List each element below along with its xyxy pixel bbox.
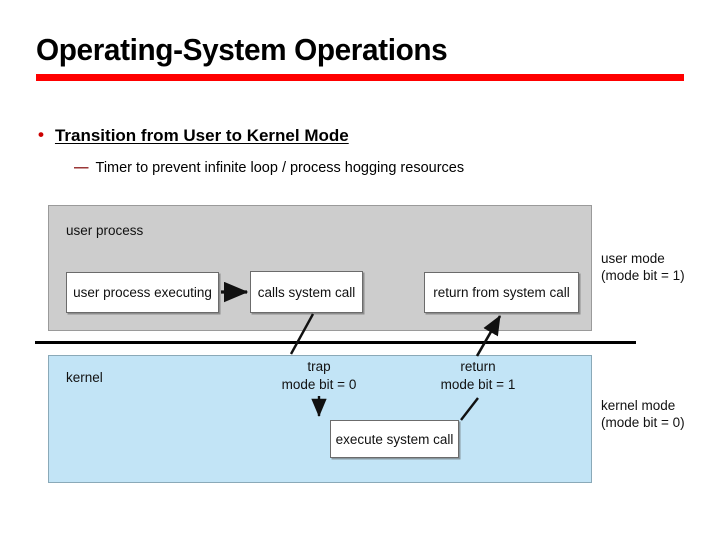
annotation-return: return mode bit = 1 — [414, 358, 542, 394]
annotation-trap-line1: trap — [307, 359, 331, 374]
node-calls-system-call: calls system call — [250, 271, 363, 313]
bullet-item-transition: • Transition from User to Kernel Mode — [38, 125, 349, 146]
node-execute-system-call: execute system call — [330, 420, 459, 458]
annotation-return-line2: mode bit = 1 — [440, 377, 516, 392]
kernel-mode-side-label-line2: (mode bit = 0) — [601, 415, 685, 430]
annotation-return-line1: return — [460, 359, 496, 374]
bullet-item-timer: — Timer to prevent infinite loop / proces… — [74, 160, 464, 176]
node-return-from-system-call: return from system call — [424, 272, 579, 313]
kernel-region-label: kernel — [66, 370, 103, 385]
user-process-region-label: user process — [66, 223, 144, 238]
kernel-mode-side-label-line1: kernel mode — [601, 398, 676, 413]
user-mode-side-label-line2: (mode bit = 1) — [601, 268, 685, 283]
node-user-process-executing: user process executing — [66, 272, 219, 313]
bullet-dash-icon: — — [74, 160, 89, 176]
bullet-label-timer: Timer to prevent infinite loop / process… — [95, 160, 465, 176]
user-mode-side-label: user mode (mode bit = 1) — [601, 250, 685, 284]
page-title: Operating-System Operations — [36, 32, 448, 67]
annotation-trap-line2: mode bit = 0 — [281, 377, 357, 392]
kernel-mode-region — [48, 355, 592, 483]
bullet-dot-icon: • — [38, 125, 44, 144]
title-underline-rule — [36, 74, 684, 81]
annotation-trap: trap mode bit = 0 — [255, 358, 383, 394]
kernel-mode-side-label: kernel mode (mode bit = 0) — [601, 397, 685, 431]
user-mode-side-label-line1: user mode — [601, 251, 665, 266]
mode-boundary-divider — [35, 341, 636, 344]
bullet-label-transition: Transition from User to Kernel Mode — [54, 126, 349, 145]
